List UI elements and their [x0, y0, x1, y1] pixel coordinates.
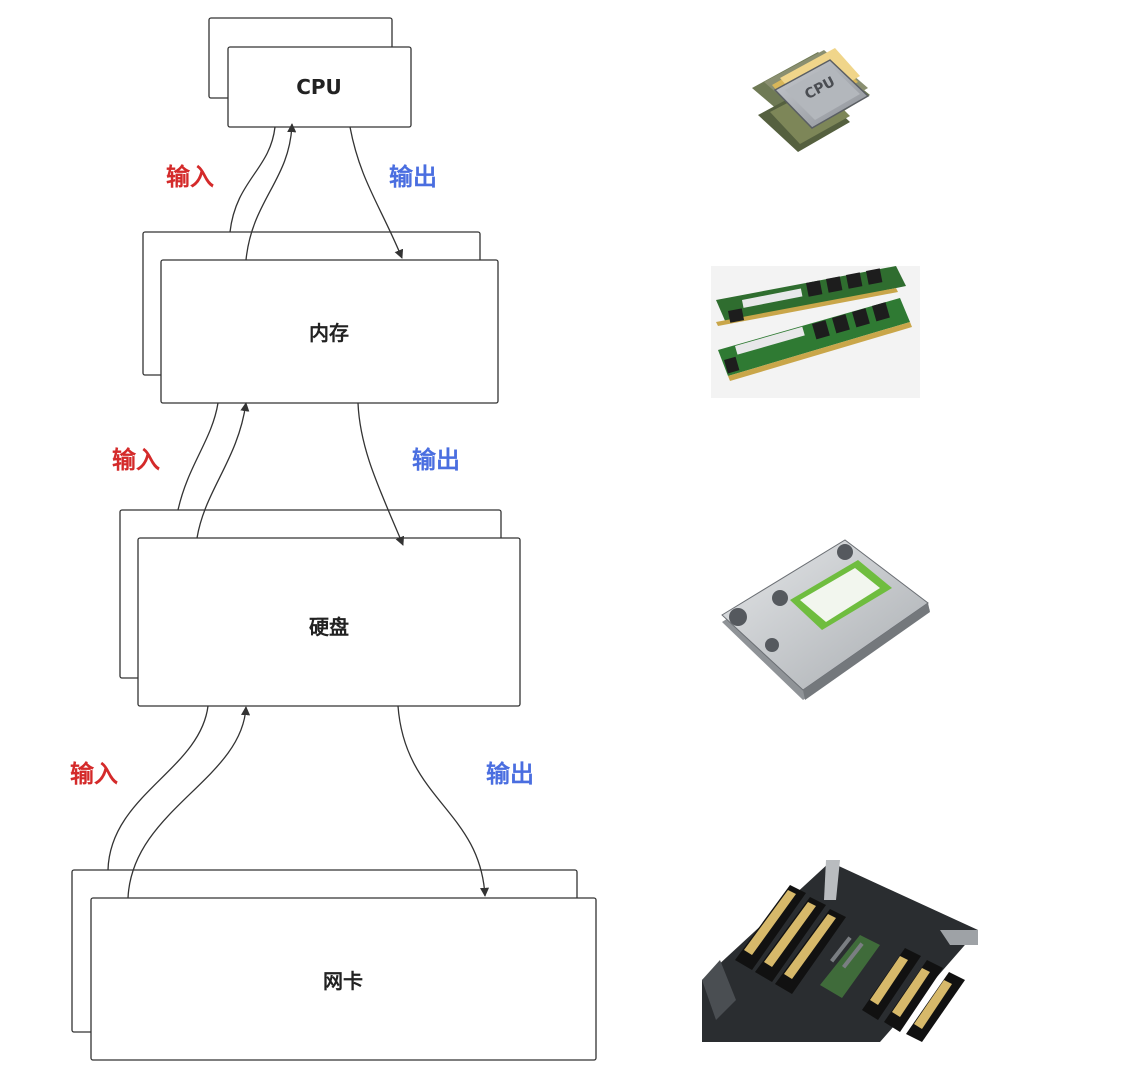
cpu-node: CPU — [208, 17, 412, 128]
disk-node: 硬盘 — [119, 509, 521, 707]
disk-label: 硬盘 — [309, 615, 349, 639]
input-arrow — [127, 706, 251, 899]
flow-disk-memory: 输入 输出 — [112, 402, 460, 546]
cpu-chip-illustration: CPU — [752, 48, 870, 152]
output-arrow — [357, 402, 405, 546]
flow-memory-cpu: 输入 输出 — [166, 123, 437, 261]
input-label: 输入 — [166, 163, 214, 191]
input-label: 输入 — [112, 446, 160, 474]
input-arrow — [196, 402, 250, 539]
nic-label: 网卡 — [323, 969, 363, 993]
nic-box — [90, 897, 597, 1061]
input-arrow — [245, 123, 297, 261]
flow-nic-disk: 输入 输出 — [70, 705, 534, 899]
output-label: 输出 — [389, 163, 437, 191]
input-line-back — [177, 402, 219, 511]
output-arrow — [397, 705, 490, 897]
output-label: 输出 — [412, 446, 460, 474]
output-arrow — [349, 126, 404, 259]
hard-disk-illustration — [721, 539, 930, 700]
input-line-back — [229, 126, 276, 233]
output-label: 输出 — [486, 760, 534, 788]
memory-node: 内存 — [142, 231, 499, 404]
disk-box — [137, 537, 521, 707]
memory-label: 内存 — [309, 321, 349, 345]
gpu-server-illustration — [702, 860, 978, 1042]
cpu-box — [227, 46, 412, 128]
memory-box — [160, 259, 499, 404]
nic-node: 网卡 — [71, 869, 597, 1061]
input-line-back — [107, 705, 209, 871]
cpu-label: CPU — [296, 75, 342, 99]
input-label: 输入 — [70, 760, 118, 788]
ram-module-illustration — [711, 266, 920, 398]
